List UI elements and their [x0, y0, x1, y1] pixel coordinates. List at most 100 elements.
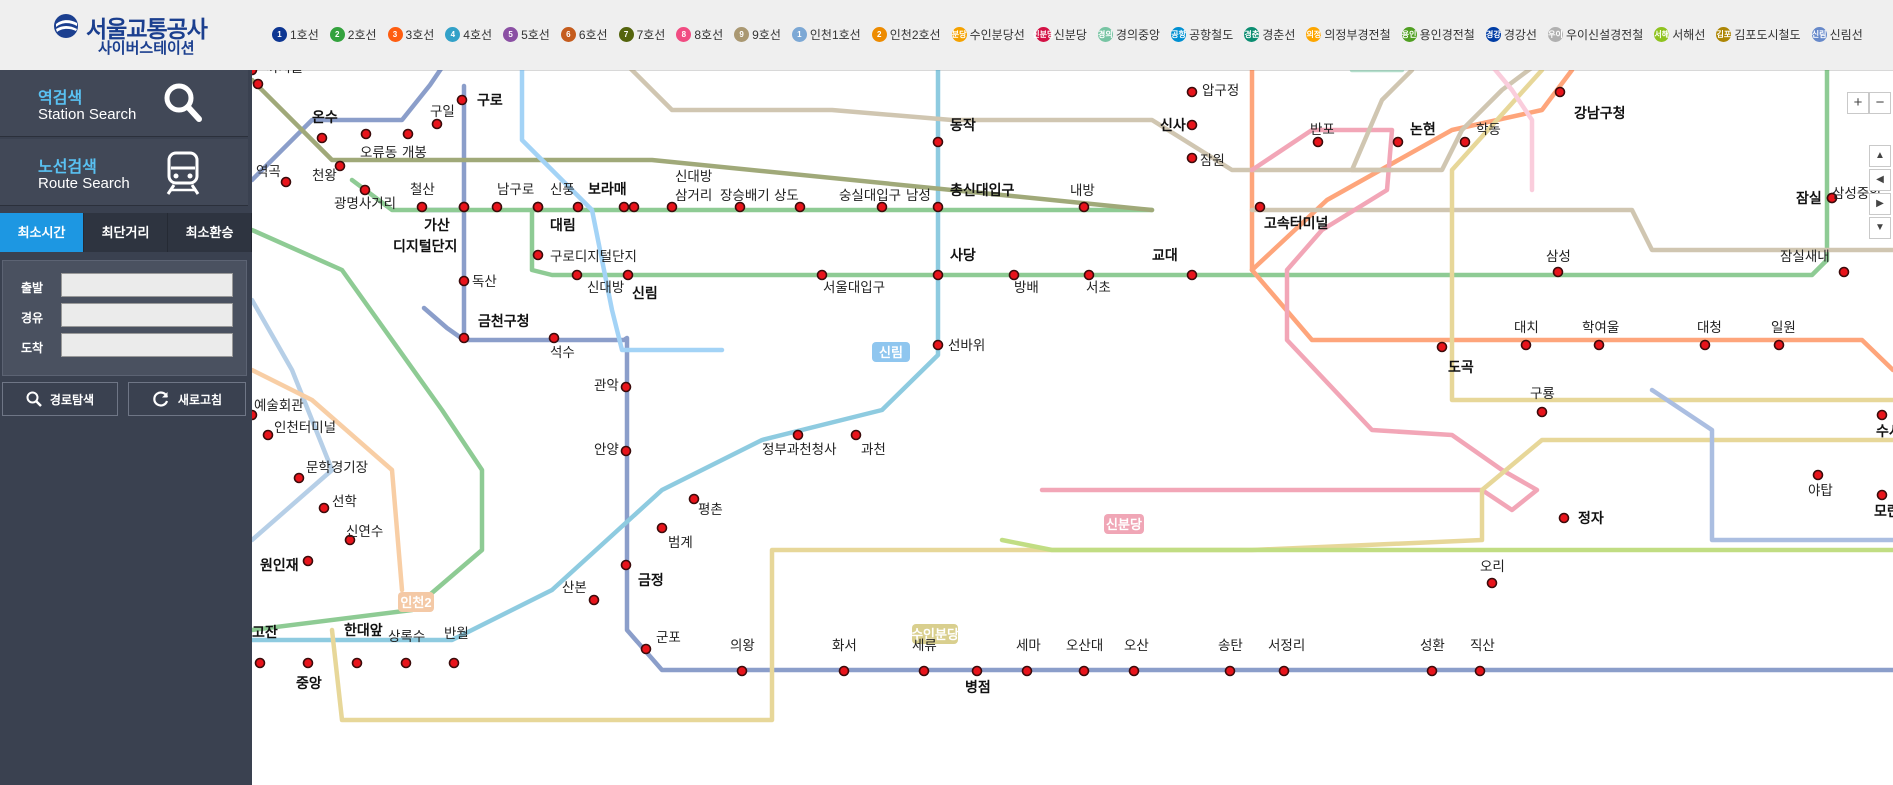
- station-marker[interactable]: [532, 201, 544, 213]
- station-marker[interactable]: [792, 429, 804, 441]
- station[interactable]: 야탑: [1808, 469, 1833, 499]
- station[interactable]: 선바위: [932, 338, 986, 353]
- station[interactable]: 보라매: [572, 181, 627, 213]
- station[interactable]: 평촌: [688, 493, 723, 518]
- station-marker[interactable]: [318, 502, 330, 514]
- station-label[interactable]: 상도: [774, 188, 799, 203]
- station-label[interactable]: 모란: [1874, 503, 1893, 519]
- station-marker[interactable]: [1224, 665, 1236, 677]
- pan-down-button[interactable]: ▼: [1869, 217, 1891, 239]
- station-marker[interactable]: [360, 128, 372, 140]
- station-marker[interactable]: [666, 201, 678, 213]
- station[interactable]: 금천구청: [458, 313, 530, 344]
- station-marker[interactable]: [532, 249, 544, 261]
- station-label[interactable]: 평촌: [698, 502, 723, 517]
- station[interactable]: 압구정: [1186, 83, 1240, 98]
- station[interactable]: 범계: [656, 522, 693, 551]
- station[interactable]: 인천터미널: [262, 420, 337, 441]
- station-marker[interactable]: [1312, 136, 1324, 148]
- pan-right-button[interactable]: ▶: [1869, 193, 1891, 215]
- station-marker[interactable]: [571, 269, 583, 281]
- station-marker[interactable]: [1520, 339, 1532, 351]
- station-label[interactable]: 남성: [906, 188, 931, 203]
- station-marker[interactable]: [1128, 665, 1140, 677]
- station[interactable]: 남구로: [491, 182, 535, 213]
- station[interactable]: 교대: [1152, 247, 1198, 281]
- station-label[interactable]: 동작: [950, 117, 976, 133]
- station-marker[interactable]: [458, 332, 470, 344]
- station-label[interactable]: 잠실: [1796, 190, 1822, 206]
- station[interactable]: 일원: [1771, 320, 1796, 351]
- station-label[interactable]: 가산: [424, 217, 450, 233]
- station-marker[interactable]: [252, 78, 264, 90]
- station-marker[interactable]: [448, 657, 460, 669]
- station-marker[interactable]: [1078, 665, 1090, 677]
- station-label[interactable]: 도곡: [1448, 359, 1474, 375]
- station-label[interactable]: 구로디지털단지: [550, 249, 637, 264]
- station[interactable]: 군포: [640, 630, 681, 655]
- station-marker[interactable]: [1078, 201, 1090, 213]
- station-marker[interactable]: [334, 160, 346, 172]
- station-label[interactable]: 사당: [950, 247, 976, 263]
- station-label[interactable]: 문학경기장: [306, 460, 368, 475]
- station[interactable]: 반포: [1310, 122, 1335, 148]
- station-marker[interactable]: [1186, 86, 1198, 98]
- station[interactable]: 세류: [912, 638, 937, 677]
- station-label[interactable]: 석수: [550, 345, 575, 360]
- station-label[interactable]: 대림: [550, 217, 576, 233]
- station[interactable]: 학동: [1459, 122, 1501, 148]
- station-marker[interactable]: [1021, 665, 1033, 677]
- station-marker[interactable]: [280, 176, 292, 188]
- station-label[interactable]: 역곡: [256, 164, 281, 179]
- station-marker[interactable]: [1593, 339, 1605, 351]
- station-marker[interactable]: [351, 657, 363, 669]
- station-marker[interactable]: [1254, 201, 1266, 213]
- station-label[interactable]: 압구정: [1202, 83, 1239, 98]
- station-marker[interactable]: [1826, 192, 1838, 204]
- station[interactable]: 중앙: [296, 657, 322, 692]
- station-marker[interactable]: [1459, 136, 1471, 148]
- station-marker[interactable]: [416, 201, 428, 213]
- station[interactable]: 세마: [1016, 638, 1041, 677]
- station-marker[interactable]: [262, 429, 274, 441]
- station[interactable]: 논현: [1392, 121, 1436, 148]
- station-marker[interactable]: [850, 429, 862, 441]
- station-marker[interactable]: [1186, 152, 1198, 164]
- station-marker[interactable]: [618, 201, 630, 213]
- station-marker[interactable]: [794, 201, 806, 213]
- station[interactable]: 오류동: [360, 128, 397, 161]
- station[interactable]: 산본: [562, 580, 600, 606]
- station-label[interactable]: 광명사거리: [334, 196, 396, 211]
- station[interactable]: 예술회관: [252, 398, 304, 421]
- station[interactable]: 독산: [458, 274, 497, 289]
- station[interactable]: 오산대: [1066, 638, 1103, 677]
- station-marker[interactable]: [1486, 577, 1498, 589]
- station[interactable]: 개봉: [402, 128, 427, 161]
- station-label[interactable]: 대치: [1514, 320, 1539, 335]
- station-label[interactable]: 병점: [965, 679, 991, 695]
- station-marker[interactable]: [1436, 341, 1448, 353]
- station[interactable]: 정부과천청사: [762, 429, 837, 458]
- station-marker[interactable]: [622, 269, 634, 281]
- station-marker[interactable]: [1474, 665, 1486, 677]
- station-label[interactable]: 서초: [1086, 280, 1111, 295]
- station-label[interactable]: 신풍: [550, 182, 575, 197]
- station-marker[interactable]: [876, 201, 888, 213]
- station[interactable]: 석수: [548, 332, 575, 361]
- station-marker[interactable]: [620, 559, 632, 571]
- station-marker[interactable]: [656, 522, 668, 534]
- station-marker[interactable]: [1278, 665, 1290, 677]
- station-label[interactable]: 구일: [430, 104, 455, 119]
- station-marker[interactable]: [402, 128, 414, 140]
- station-label[interactable]: 대청: [1697, 320, 1722, 335]
- station[interactable]: 서정리: [1268, 638, 1305, 677]
- station-label[interactable]: 신대방: [675, 169, 712, 184]
- station-label[interactable]: 논현: [1410, 121, 1436, 137]
- station-label[interactable]: 선학: [332, 494, 357, 509]
